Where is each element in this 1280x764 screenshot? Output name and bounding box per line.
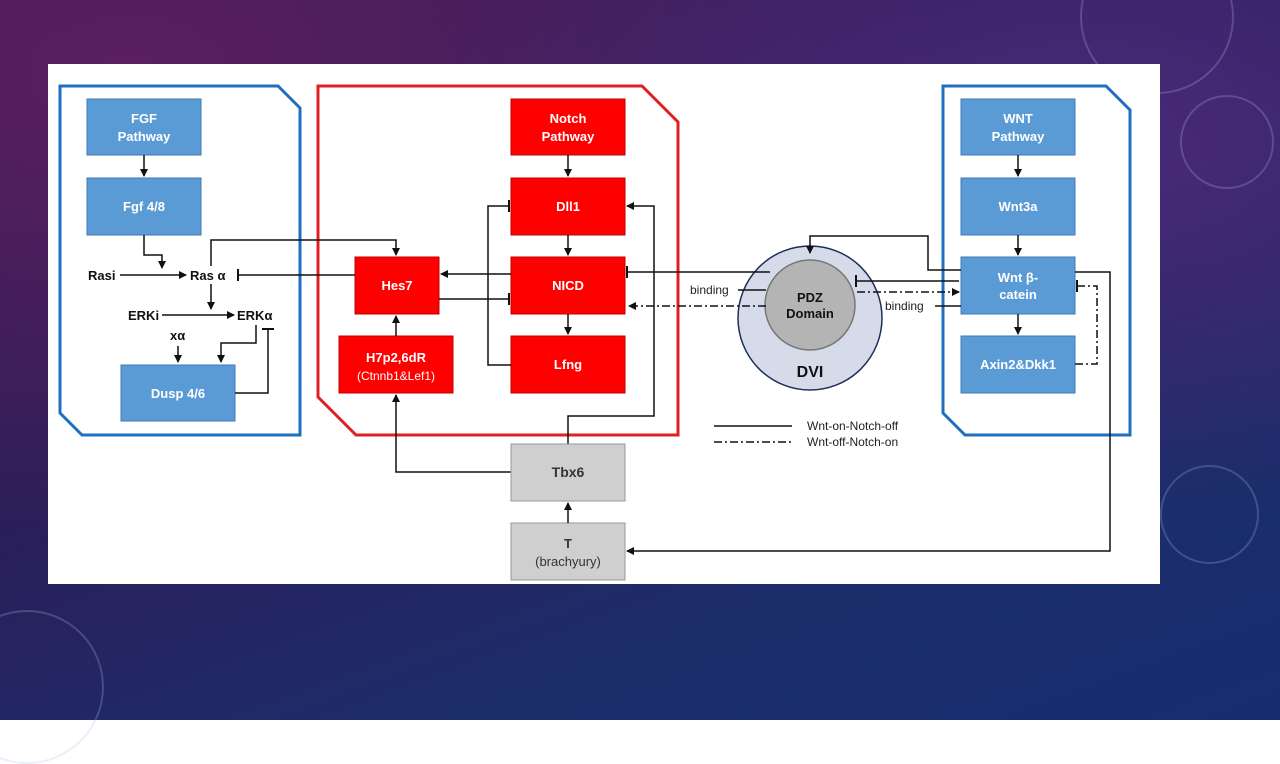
brachyury-box: T (brachyury) — [510, 522, 626, 581]
decor-ring — [1160, 465, 1259, 564]
edge-catenin-to-dvl — [806, 235, 961, 271]
svg-text:catein: catein — [999, 287, 1037, 302]
binding-label-right: binding — [885, 299, 924, 313]
svg-text:Hes7: Hes7 — [381, 278, 412, 293]
h7p2-box: H7p2,6dR (Ctnnb1&Lef1) — [338, 335, 454, 394]
axin2-dkk1-box: Axin2&Dkk1 — [960, 335, 1076, 394]
rasi-label: Rasi — [88, 268, 115, 283]
notch-pathway-box: Notch Pathway — [510, 98, 626, 156]
notch-frame — [316, 84, 680, 437]
decor-ring — [1180, 95, 1274, 189]
svg-text:H7p2,6dR: H7p2,6dR — [366, 350, 427, 365]
fgf-frame — [58, 84, 302, 437]
edge-tbx6-to-h7 — [392, 394, 511, 473]
dll1-box: Dll1 — [510, 177, 626, 236]
svg-text:NICD: NICD — [552, 278, 584, 293]
svg-text:Domain: Domain — [786, 306, 834, 321]
legend: Wnt-on-Notch-off Wnt-off-Notch-on — [714, 419, 899, 449]
svg-text:PDZ: PDZ — [797, 290, 823, 305]
edge-tbx6-to-dll1 — [567, 202, 655, 444]
svg-text:Axin2&Dkk1: Axin2&Dkk1 — [980, 357, 1056, 372]
erka-label: ERKα — [237, 308, 272, 323]
svg-text:Wnt β-: Wnt β- — [998, 270, 1038, 285]
edge-catenin-to-t — [626, 271, 1111, 555]
svg-text:Lfng: Lfng — [554, 357, 582, 372]
hes7-box: Hes7 — [354, 256, 440, 315]
tbx6-box: Tbx6 — [510, 443, 626, 502]
svg-text:(Ctnnb1&Lef1): (Ctnnb1&Lef1) — [357, 369, 435, 383]
svg-text:Wnt-on-Notch-off: Wnt-on-Notch-off — [807, 419, 899, 433]
svg-text:Wnt-off-Notch-on: Wnt-off-Notch-on — [807, 435, 898, 449]
svg-text:Wnt3a: Wnt3a — [999, 199, 1039, 214]
wnt-pathway-box: WNT Pathway — [960, 98, 1076, 156]
svg-text:DVI: DVI — [797, 364, 824, 381]
svg-text:Notch: Notch — [550, 111, 587, 126]
edge-dusp-inhibits-erka — [235, 328, 274, 394]
wnt-catenin-box: Wnt β- catein — [960, 256, 1076, 315]
edge-axin-inhibits-catenin-dashed — [1075, 280, 1098, 365]
svg-text:Dusp 4/6: Dusp 4/6 — [151, 386, 205, 401]
fgf-pathway-box: FGF Pathway — [86, 98, 202, 156]
svg-text:WNT: WNT — [1003, 111, 1033, 126]
svg-text:Dll1: Dll1 — [556, 199, 580, 214]
edge-rasa-to-hes7 — [210, 239, 400, 266]
svg-text:(brachyury): (brachyury) — [535, 554, 601, 569]
svg-text:T: T — [564, 536, 572, 551]
svg-text:Fgf 4/8: Fgf 4/8 — [123, 199, 165, 214]
fgf48-box: Fgf 4/8 — [86, 177, 202, 236]
dusp-box: Dusp 4/6 — [120, 364, 236, 422]
svg-text:Pathway: Pathway — [118, 129, 172, 144]
lfng-box: Lfng — [510, 335, 626, 394]
wnt3a-box: Wnt3a — [960, 177, 1076, 236]
pdz-domain-circle: PDZ Domain — [764, 259, 856, 351]
erki-label: ERKi — [128, 308, 159, 323]
diagram-canvas: FGF Pathway Fgf 4/8 Dusp 4/6 Rasi Ras α … — [48, 64, 1160, 584]
pathway-diagram: FGF Pathway Fgf 4/8 Dusp 4/6 Rasi Ras α … — [58, 84, 1132, 581]
wnt-frame — [941, 84, 1132, 437]
binding-label-left: binding — [690, 283, 729, 297]
edge-erka-to-dusp — [217, 325, 257, 363]
edge-fgf48-to-rasa — [143, 235, 166, 269]
nicd-box: NICD — [510, 256, 626, 315]
edge-lfng-inhibits-dll1 — [487, 200, 511, 366]
rasa-label: Ras α — [190, 268, 225, 283]
xa-label: xα — [170, 328, 185, 343]
svg-text:Tbx6: Tbx6 — [552, 464, 585, 480]
svg-text:FGF: FGF — [131, 111, 157, 126]
svg-text:Pathway: Pathway — [542, 129, 596, 144]
svg-text:Pathway: Pathway — [992, 129, 1046, 144]
